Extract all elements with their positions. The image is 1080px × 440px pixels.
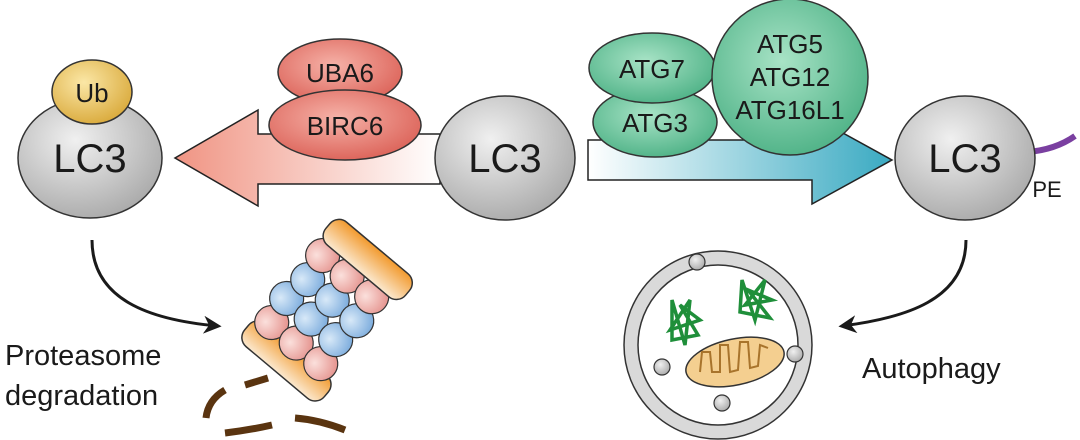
autophagosome-icon [623,250,813,440]
pe-label: PE [1032,177,1061,202]
birc6-label: BIRC6 [307,111,384,141]
atg5-label: ATG5 [757,29,823,59]
proteasome-label: Proteasome [5,340,161,372]
peptide-fragments-icon [202,374,347,437]
uba6-label: UBA6 [306,58,374,88]
lc3-label-center: LC3 [468,137,541,181]
protein-aggregate-icon [665,278,779,346]
degradation-arrow [90,239,222,334]
lc3-label-right: LC3 [928,137,1001,181]
atg12-label: ATG12 [750,62,830,92]
degradation-label: degradation [5,380,158,412]
atg7-label: ATG7 [619,54,685,84]
autophagy-label: Autophagy [862,353,1001,385]
ub-label: Ub [75,78,108,108]
lc3-label-left: LC3 [53,137,126,181]
mitochondrion-icon [685,336,785,388]
atg3-label: ATG3 [622,108,688,138]
ubiquitinated-lc3: Ub LC3 [17,59,163,219]
atg16l1-label: ATG16L1 [735,95,844,125]
proteasome-icon [241,218,414,402]
lc3-center: LC3 [434,95,576,221]
lipidated-lc3: LC3 PE [894,95,1077,221]
autophagy-arrow [838,239,968,334]
lipidation-enzymes: ATG3 ATG7 ATG5 ATG12 ATG16L1 [588,0,869,158]
ubiquitination-enzymes: UBA6 BIRC6 [268,38,422,161]
